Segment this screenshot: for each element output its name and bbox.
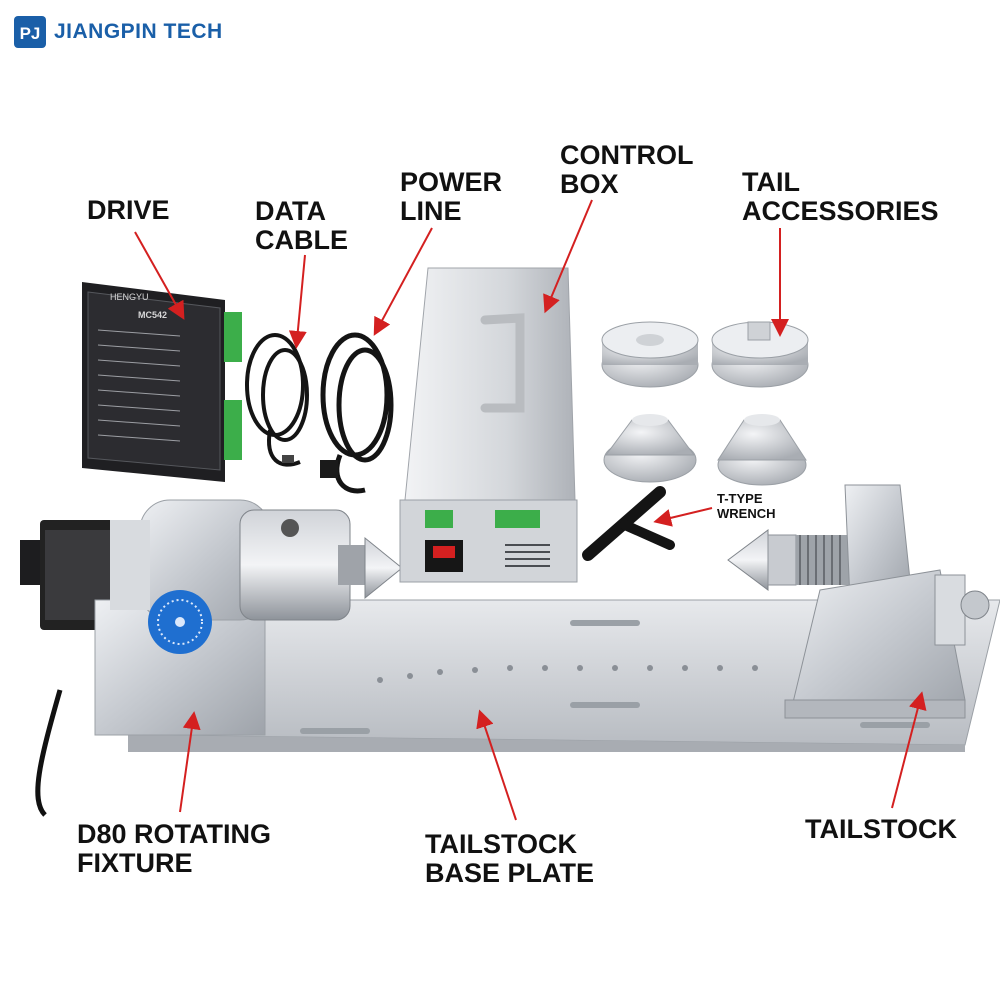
tail-accessories [601, 321, 809, 486]
tailstock-base-plate [126, 599, 1000, 752]
d80-rotating-fixture [20, 499, 403, 817]
power-line [320, 332, 394, 494]
svg-text:PJ: PJ [20, 24, 41, 43]
brand-name: JIANGPIN TECH [54, 20, 223, 43]
t-type-wrench [582, 486, 675, 561]
label-drive: DRIVE [87, 195, 170, 225]
jiangpin-logo-icon: PJ [14, 16, 46, 48]
data-cable [245, 333, 309, 467]
label-tailstock: TAILSTOCK [805, 814, 957, 844]
callout-arrows [134, 199, 927, 821]
driver-model: MC542 [138, 310, 167, 320]
control-box [399, 267, 578, 583]
stepper-driver: HENGYU MC542 [82, 282, 242, 482]
tailstock [727, 484, 990, 719]
brand-header: PJ JIANGPIN TECH [12, 14, 223, 50]
driver-brand: HENGYU [110, 292, 149, 302]
